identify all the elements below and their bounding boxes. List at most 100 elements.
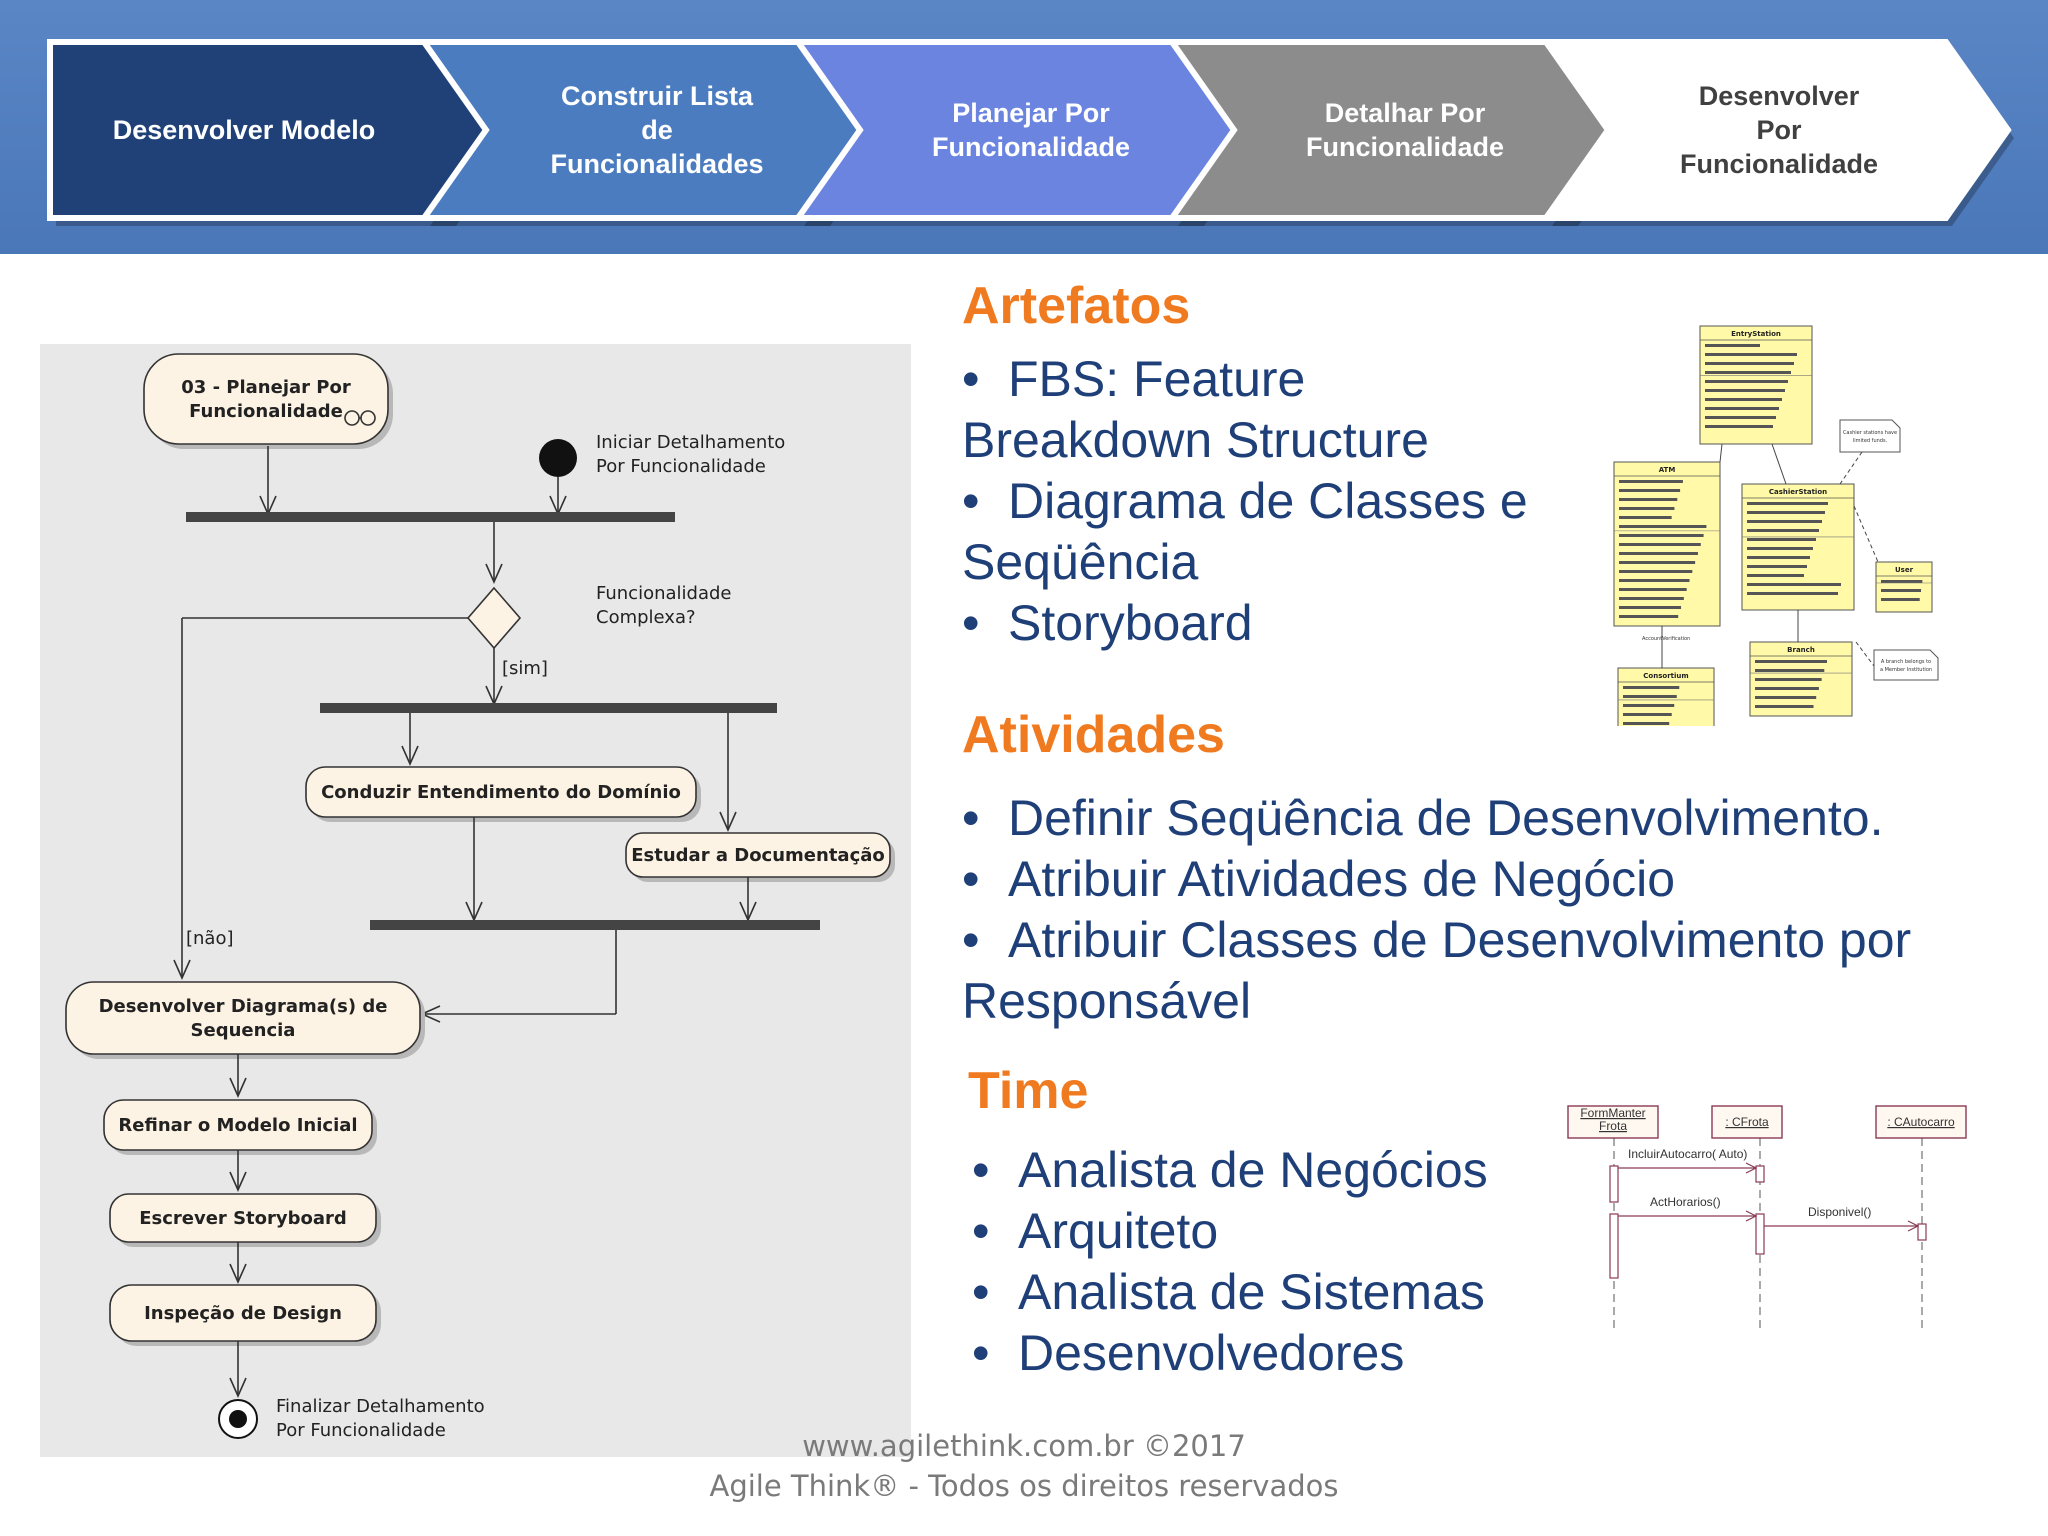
activation [1755, 1165, 1765, 1183]
guard-yes: [sim] [502, 658, 548, 679]
decision-node [466, 586, 522, 650]
artefatos-item: •Storyboard [962, 593, 1528, 654]
class-name: Branch [1787, 646, 1815, 654]
bullet-glyph: • [962, 851, 980, 907]
activity-diagrama-label: Desenvolver Diagrama(s) de [99, 996, 388, 1017]
arrowhead [719, 811, 737, 832]
arrowhead [229, 1171, 247, 1192]
initial-label: Iniciar Detalhamento [596, 432, 785, 453]
process-step-3-label: Funcionalidade [932, 132, 1130, 162]
final-label: Por Funcionalidade [276, 1420, 446, 1441]
artefatos-item: Seqüência [962, 532, 1528, 593]
assoc-label: AccountVerification [1642, 636, 1690, 642]
bullet-glyph: • [972, 1203, 990, 1259]
atividades-item: • Atribuir Classes de Desenvolvimento por [962, 910, 1911, 971]
lifeline-name: : CFrota [1725, 1115, 1769, 1129]
process-step-4-label: Funcionalidade [1306, 132, 1504, 162]
activity-start-box [143, 353, 389, 445]
activity-storyboard-label: Escrever Storyboard [139, 1208, 347, 1229]
bullet-text: Analista de Sistemas [1018, 1264, 1485, 1320]
activity-start-box-label: Funcionalidade [189, 401, 343, 422]
lifeline-head [1711, 1105, 1783, 1139]
initial-node [539, 439, 577, 477]
activation [1609, 1213, 1619, 1279]
message-label: Disponivel() [1808, 1205, 1871, 1219]
arrowhead [229, 1263, 247, 1284]
bullet-glyph: • [962, 912, 980, 968]
time-item: •Analista de Negócios [972, 1140, 1488, 1201]
lifeline-name: Frota [1599, 1119, 1627, 1133]
class-name: Consortium [1643, 672, 1688, 680]
time-list: •Analista de Negócios•Arquiteto•Analista… [972, 1140, 1488, 1384]
class-name: EntryStation [1731, 330, 1781, 338]
activity-diagrama [65, 981, 421, 1055]
activity-refinar-label: Refinar o Modelo Inicial [118, 1115, 357, 1136]
footer-url: www.agilethink.com.br ©2017 [802, 1429, 1246, 1463]
footer-rights: Agile Think® - Todos os direitos reserva… [709, 1469, 1339, 1503]
process-step-4-label: Detalhar Por [1325, 98, 1486, 128]
activity-inspecao-label: Inspeção de Design [144, 1303, 342, 1324]
note-text: A branch belongs to [1881, 659, 1931, 665]
atividades-list: • Definir Seqüência de Desenvolvimento. • A… [962, 788, 1911, 1032]
note-box [1839, 419, 1901, 453]
process-step-1-label: Desenvolver Modelo [113, 115, 376, 145]
guard-no: [não] [186, 928, 234, 949]
class-name: User [1895, 566, 1914, 574]
initial-label: Por Funcionalidade [596, 456, 766, 477]
fork-bar-1 [186, 512, 675, 522]
time-item: • Desenvolvedores [972, 1323, 1488, 1384]
message-label: IncluirAutocarro( Auto) [1628, 1147, 1747, 1161]
activity-inspecao [109, 1284, 377, 1342]
class-name: ATM [1659, 466, 1676, 474]
arrowhead [229, 1377, 247, 1398]
bullet-glyph: • [972, 1325, 990, 1381]
process-step-5 [1540, 39, 2012, 221]
arrowhead [485, 563, 503, 584]
artefatos-item: • FBS: Feature [962, 349, 1528, 410]
process-step-2-label: de [641, 115, 673, 145]
bullet-text: Diagrama de Classes e [1008, 473, 1528, 529]
activation [1755, 1213, 1765, 1255]
time-title: Time [968, 1062, 1089, 1120]
note-text: a Member Institution [1880, 667, 1932, 673]
bullet-text: Arquiteto [1018, 1203, 1219, 1259]
process-step-2-label: Construir Lista [561, 81, 754, 111]
artefatos-title: Artefatos [962, 277, 1191, 335]
activity-estudar [625, 832, 891, 878]
class-box [1875, 561, 1933, 613]
bullet-text: Desenvolvedores [1018, 1325, 1405, 1381]
artefatos-item: •Diagrama de Classes e [962, 471, 1528, 532]
process-step-5-label: Desenvolver [1699, 81, 1860, 111]
lifeline-head [1567, 1105, 1659, 1139]
arrowhead [401, 745, 419, 766]
message-label: ActHorarios() [1650, 1195, 1721, 1209]
bullet-text: Storyboard [1008, 595, 1253, 651]
activity-storyboard [109, 1193, 377, 1243]
bullet-text: Breakdown Structure [962, 412, 1429, 468]
note-box [1873, 649, 1939, 681]
bullet-glyph: • [972, 1142, 990, 1198]
process-step-5-label: Por [1756, 115, 1802, 145]
activation [1917, 1223, 1927, 1241]
decision-label: Complexa? [596, 607, 696, 628]
arrowhead [229, 1077, 247, 1098]
activation [1609, 1165, 1619, 1203]
class-name: CashierStation [1769, 488, 1827, 496]
time-item: • Arquiteto [972, 1201, 1488, 1262]
bullet-text: FBS: Feature [1008, 351, 1306, 407]
activity-diagrama-label: Sequencia [191, 1020, 296, 1041]
bullet-text: Responsável [962, 973, 1252, 1029]
time-item: •Analista de Sistemas [972, 1262, 1488, 1323]
bullet-glyph: • [962, 790, 980, 846]
arrowhead [173, 959, 191, 980]
bullet-text: Definir Seqüência de Desenvolvimento. [1008, 790, 1884, 846]
process-step-3-label: Planejar Por [952, 98, 1110, 128]
bullet-glyph: • [962, 351, 980, 407]
lifeline-name: FormManter [1580, 1106, 1645, 1120]
bullet-text: Atribuir Classes de Desenvolvimento por [1008, 912, 1912, 968]
bullet-text: Atribuir Atividades de Negócio [1008, 851, 1676, 907]
